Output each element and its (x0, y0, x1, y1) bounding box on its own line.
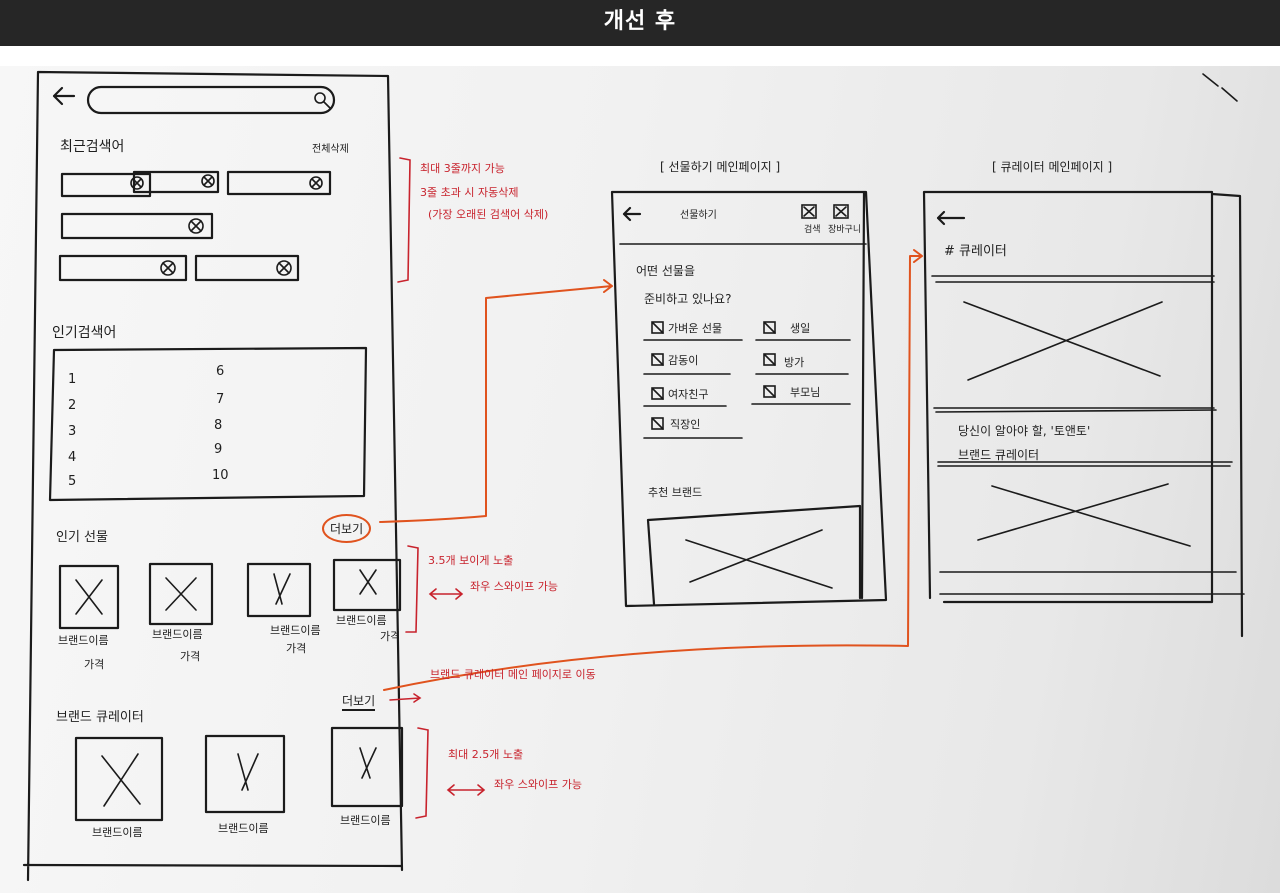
annotation-note: 브랜드 큐레이터 메인 페이지로 이동 (430, 668, 596, 681)
popular-keywords-label: 인기검색어 (52, 325, 117, 341)
link-arrow-to-curator-main (383, 249, 923, 691)
rank-number: 6 (216, 364, 225, 379)
annotation-note: 3.5개 보이게 노출 (428, 554, 514, 567)
brand-more-link[interactable]: 더보기 (342, 692, 376, 711)
cart-icon (833, 204, 849, 219)
divider (0, 46, 1280, 66)
brand-name: 브랜드이름 (218, 822, 269, 835)
gift-brand-name: 브랜드이름 (270, 624, 321, 637)
curator-image (963, 301, 1163, 381)
note-bracket-brands (415, 727, 429, 819)
rank-number: 3 (68, 424, 77, 439)
rank-number: 8 (214, 418, 223, 433)
category-option[interactable]: 방가 (784, 356, 805, 369)
search-icon (314, 92, 326, 104)
category-option[interactable]: 가벼운 선물 (668, 322, 723, 335)
annotation-note: 최대 2.5개 노출 (448, 748, 524, 761)
recommend-brand-image (646, 504, 862, 606)
rank-number: 9 (214, 442, 223, 457)
gift-main-title: 선물하기 (680, 210, 717, 221)
annotation-note: 3줄 초과 시 자동삭제 (420, 186, 519, 199)
page-title: 개선 후 (603, 9, 677, 34)
rank-number: 2 (68, 398, 77, 413)
gift-main-frame (610, 190, 888, 608)
annotation-note: 좌우 스와이프 가능 (494, 778, 582, 791)
swipe-arrow-icon (428, 588, 464, 600)
link-arrow-to-gift-main (379, 279, 613, 523)
gift-price: 가격 (84, 658, 105, 671)
gift-main-caption: [ 선물하기 메인페이지 ] (660, 160, 781, 174)
gift-question-line: 준비하고 있나요? (644, 292, 732, 306)
category-checkboxes (643, 321, 851, 439)
curator-article-subtitle: 브랜드 큐레이터 (958, 448, 1040, 462)
gift-price: 가격 (286, 642, 307, 655)
search-icon-label: 검색 (804, 225, 821, 235)
popular-gifts-label: 인기 선물 (56, 530, 108, 545)
cart-icon-label: 장바구니 (828, 225, 862, 235)
category-option[interactable]: 여자친구 (668, 388, 709, 401)
delete-all-button[interactable]: 전체삭제 (312, 144, 349, 155)
back-arrow-icon (936, 210, 966, 226)
link-arrow-icon (389, 693, 422, 703)
brand-name: 브랜드이름 (92, 826, 143, 839)
category-option[interactable]: 부모님 (790, 386, 821, 399)
search-icon (801, 204, 817, 219)
brand-thumbnails (74, 726, 404, 822)
gift-price: 가격 (380, 630, 401, 643)
note-bracket-gifts (405, 545, 419, 633)
brand-name: 브랜드이름 (340, 814, 391, 827)
annotation-note: (가장 오래된 검색어 삭제) (428, 208, 549, 221)
curator-main-frame (922, 190, 1244, 638)
paper-fold-mark (1202, 73, 1238, 102)
rank-number: 10 (212, 468, 229, 483)
brand-curator-label: 브랜드 큐레이터 (56, 710, 144, 725)
rank-number: 1 (68, 372, 77, 387)
rank-number: 7 (216, 392, 225, 407)
recent-keyword-chips (58, 170, 332, 282)
curator-tag: # 큐레이터 (944, 244, 1007, 259)
search-input (86, 85, 336, 115)
curator-main-caption: [ 큐레이터 메인페이지 ] (992, 160, 1113, 174)
search-phone-frame (22, 70, 404, 882)
note-bracket-recent (397, 157, 411, 283)
annotation-note: 좌우 스와이프 가능 (470, 580, 558, 593)
gift-brand-name: 브랜드이름 (336, 614, 387, 627)
category-option[interactable]: 직장인 (670, 418, 701, 431)
gift-more-link[interactable]: 더보기 (322, 514, 372, 543)
sketch-paper (0, 66, 1280, 893)
popular-keyword-box (48, 346, 368, 502)
gift-price: 가격 (180, 650, 201, 663)
curator-image (977, 483, 1191, 547)
gift-thumbnails (58, 558, 402, 630)
gift-question-line: 어떤 선물을 (636, 264, 696, 278)
gift-brand-name: 브랜드이름 (152, 628, 203, 641)
recommend-brand-label: 추천 브랜드 (648, 486, 703, 499)
gift-brand-name: 브랜드이름 (58, 634, 109, 647)
rank-number: 5 (68, 474, 77, 489)
recent-keywords-label: 최근검색어 (60, 139, 125, 155)
header-bar: 개선 후 (0, 0, 1280, 46)
category-option[interactable]: 생일 (790, 322, 811, 335)
curator-article-title: 당신이 알아야 할, '토앤토' (958, 424, 1091, 438)
category-option[interactable]: 감동이 (668, 354, 699, 367)
rank-number: 4 (68, 450, 77, 465)
back-arrow-icon (52, 86, 76, 106)
back-arrow-icon (622, 206, 642, 222)
swipe-arrow-icon (446, 784, 486, 796)
annotation-note: 최대 3줄까지 가능 (420, 162, 505, 175)
